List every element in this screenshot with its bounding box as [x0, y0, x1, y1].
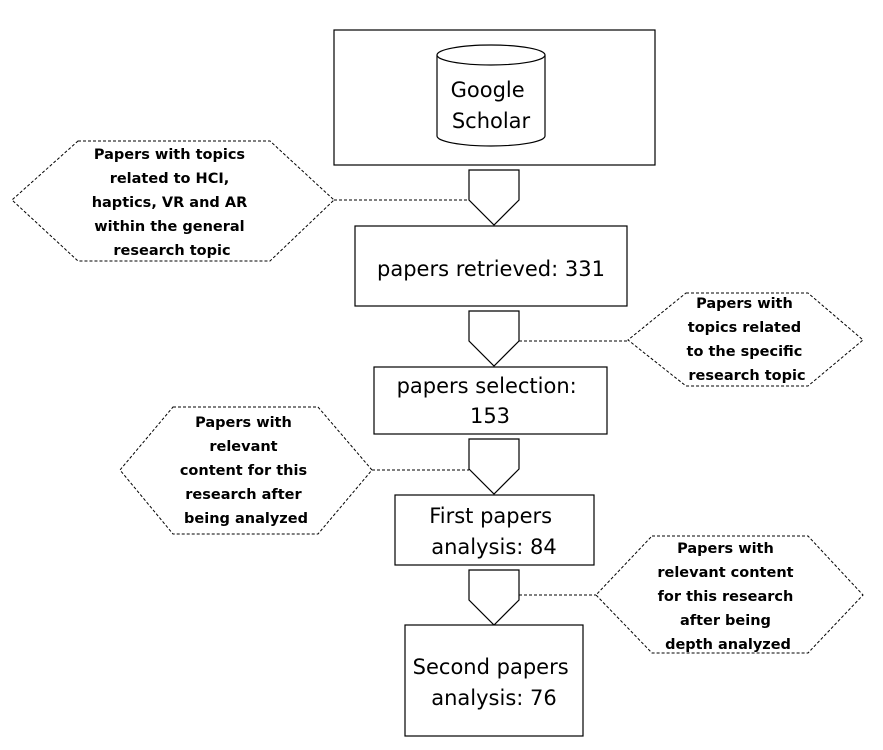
step-box-selection: papers selection: 153 — [373, 366, 608, 435]
flow-arrow-1 — [468, 169, 520, 226]
step-box-second-analysis: Second papers analysis: 76 — [404, 624, 584, 737]
step-retrieved-line-1: papers retrieved: 331 — [377, 257, 605, 281]
criteria-note-analyzed: Papers with relevant content for this re… — [119, 406, 373, 535]
source-box: Google Scholar — [333, 29, 656, 166]
database-icon — [436, 44, 546, 147]
criteria-note-specific: Papers with topics related to the specif… — [627, 292, 864, 387]
step-box-first-analysis: First papers analysis: 84 — [394, 494, 595, 566]
flow-arrow-4 — [468, 569, 520, 626]
criteria-depth-line-5: depth analyzed — [665, 637, 791, 653]
svg-text:Papers with relevant: Papers with relevant content for this re… — [180, 415, 312, 527]
criteria-general-line-2: related to HCI, — [110, 171, 230, 187]
criteria-depth-line-2: relevant content — [657, 565, 793, 581]
criteria-note-general: Papers with topics related to HCI, hapti… — [11, 140, 335, 262]
criteria-specific-line-4: research topic — [688, 368, 805, 384]
source-label-line-1: Google — [451, 78, 525, 102]
svg-text:Papers with topics relat: Papers with topics related to HCI, hapti… — [92, 147, 253, 259]
source-label-line-2: Scholar — [452, 109, 531, 133]
criteria-analyzed-line-1: Papers with — [195, 415, 292, 431]
criteria-general-line-4: within the general — [94, 219, 244, 235]
svg-text:First papers analysis: 8: First papers analysis: 84 — [429, 504, 559, 559]
flow-arrow-3 — [468, 438, 520, 495]
criteria-specific-line-1: Papers with — [696, 296, 793, 312]
step-selection-line-1: papers selection: — [397, 374, 577, 398]
step-first-analysis-line-2: analysis: 84 — [431, 535, 557, 559]
criteria-analyzed-line-3: content for this — [180, 463, 307, 479]
criteria-general-line-1: Papers with topics — [94, 147, 245, 163]
criteria-analyzed-line-5: being analyzed — [184, 511, 308, 527]
svg-text:Papers with relevant con: Papers with relevant content for this re… — [657, 541, 798, 653]
criteria-general-line-3: haptics, VR and AR — [92, 195, 248, 211]
step-second-analysis-line-1: Second papers — [413, 655, 569, 679]
criteria-note-depth: Papers with relevant content for this re… — [595, 535, 864, 654]
criteria-general-line-5: research topic — [113, 243, 230, 259]
criteria-depth-line-1: Papers with — [677, 541, 774, 557]
criteria-analyzed-line-4: research after — [185, 487, 302, 503]
step-second-analysis-line-2: analysis: 76 — [431, 686, 557, 710]
svg-text:papers selection: 153: papers selection: 153 — [397, 374, 584, 428]
criteria-analyzed-line-2: relevant — [209, 439, 277, 455]
step-box-retrieved: papers retrieved: 331 — [354, 225, 628, 307]
svg-text:Second papers analysis:: Second papers analysis: 76 — [413, 655, 576, 710]
source-label: Google Scholar — [451, 78, 532, 133]
step-first-analysis-line-1: First papers — [429, 504, 552, 528]
criteria-depth-line-3: for this research — [658, 589, 794, 605]
svg-text:Papers with topics relat: Papers with topics related to the specif… — [687, 296, 808, 384]
flow-arrow-2 — [468, 310, 520, 367]
svg-text:papers retrieved: 331: papers retrieved: 331 — [377, 257, 605, 281]
step-selection-line-2: 153 — [470, 404, 510, 428]
criteria-specific-line-2: topics related — [688, 320, 801, 336]
criteria-specific-line-3: to the specific — [687, 344, 803, 360]
criteria-depth-line-4: after being — [680, 613, 771, 629]
